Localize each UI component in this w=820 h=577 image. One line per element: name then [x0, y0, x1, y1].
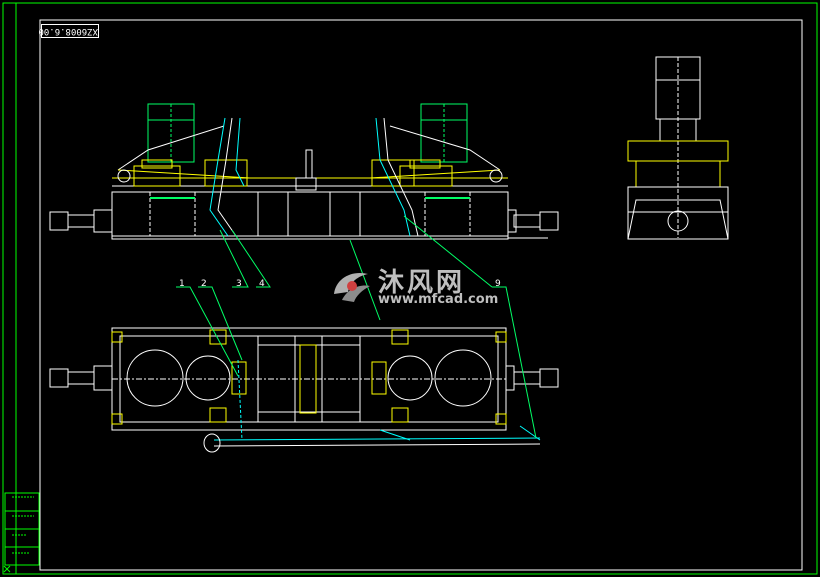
corner-mark-icon: [3, 565, 11, 573]
plan-left-drum: [126, 349, 184, 407]
watermark: 沐风网 www.mfcad.com: [330, 262, 500, 310]
callout-4: 4: [259, 279, 265, 289]
drawing-number-label: XZ6008.6.00: [38, 24, 99, 38]
front-right-coupling: [539, 211, 559, 231]
front-left-coupling: [49, 211, 69, 231]
mfcad-logo-icon: [334, 272, 370, 302]
front-elevation-view: [49, 103, 559, 240]
left-motor: [147, 103, 195, 163]
callout-3: 3: [236, 279, 242, 289]
plan-view: [49, 327, 559, 453]
callout-2: 2: [201, 279, 207, 289]
margin-table: [4, 492, 40, 566]
callout-9: 9: [495, 279, 501, 289]
watermark-url-text: www.mfcad.com: [378, 292, 499, 307]
plan-cable-run: [213, 437, 541, 441]
plan-right-drum: [434, 349, 492, 407]
sheet-inner-border: [39, 19, 803, 571]
plan-right-coupling: [539, 368, 559, 388]
plan-left-coupling: [49, 368, 69, 388]
front-main-frame: [111, 191, 509, 240]
side-elevation-view: [627, 56, 729, 240]
callout-leaders: [176, 215, 537, 439]
callout-1: 1: [179, 279, 185, 289]
right-motor: [420, 103, 468, 163]
watermark-brand-text: 沐风网: [378, 268, 466, 298]
